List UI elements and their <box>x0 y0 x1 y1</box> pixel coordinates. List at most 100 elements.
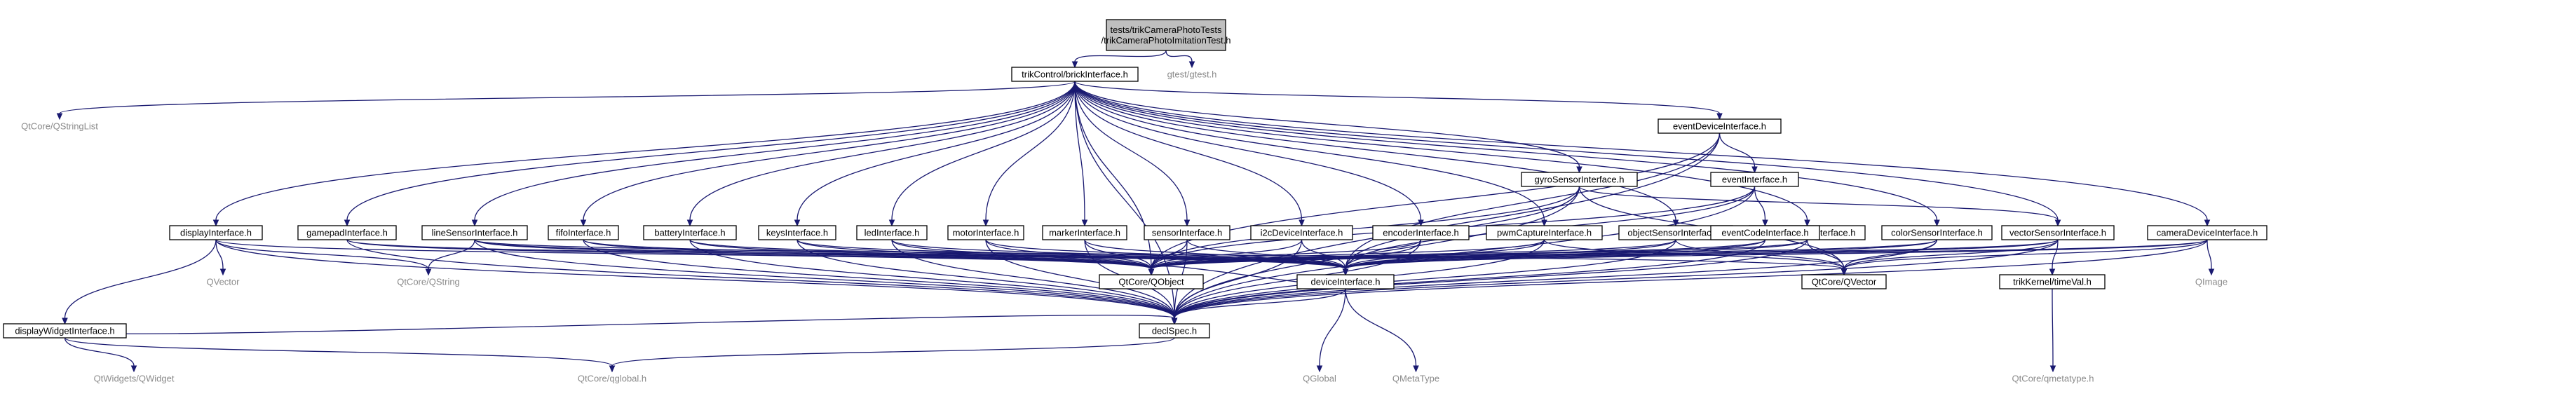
node-motor[interactable]: motorInterface.h <box>947 225 1024 240</box>
node-encoder[interactable]: encoderInterface.h <box>1372 225 1470 240</box>
nodes-layer: tests/trikCameraPhotoTests/trikCameraPho… <box>3 19 2267 384</box>
node-trikKernel[interactable]: trikKernel/timeVal.h <box>1999 274 2106 289</box>
node-label: i2cDeviceInterface.h <box>1261 228 1343 238</box>
edge-camera-to-qtcoreqvector <box>1841 239 2208 276</box>
node-box <box>1144 225 1231 240</box>
edge-brick-to-line <box>471 81 1076 227</box>
node-box <box>1710 225 1820 240</box>
node-deviceIf[interactable]: deviceInterface.h <box>1296 274 1395 289</box>
node-label: markerInterface.h <box>1049 228 1120 238</box>
node-pwm[interactable]: pwmCaptureInterface.h <box>1486 225 1603 240</box>
node-fifo[interactable]: fifoInterface.h <box>548 225 619 240</box>
edge-color-to-qtcoreqvector <box>1841 239 1938 276</box>
edge-brick-to-led <box>888 81 1076 227</box>
node-root[interactable]: tests/trikCameraPhotoTests/trikCameraPho… <box>1101 19 1231 51</box>
node-box <box>2147 225 2267 240</box>
node-label: QtCore/QVector <box>1812 277 1877 287</box>
node-label: QGlobal <box>1303 374 1336 384</box>
node-box <box>548 225 619 240</box>
node-displayWidget[interactable]: displayWidgetInterface.h <box>3 323 127 339</box>
node-eventDevice[interactable]: eventDeviceInterface.h <box>1658 118 1782 134</box>
node-label: gamepadInterface.h <box>306 228 388 238</box>
node-qmetatype[interactable]: QMetaType <box>1392 374 1439 384</box>
node-box <box>1486 225 1603 240</box>
edge-deviceIf-to-qmetatype <box>1345 288 1419 373</box>
node-label: gyroSensorInterface.h <box>1535 175 1625 185</box>
node-label: batteryInterface.h <box>654 228 725 238</box>
edge-root-to-brick <box>1071 50 1167 69</box>
node-qtcoreqglobal[interactable]: QtCore/qglobal.h <box>578 374 646 384</box>
node-qwidget[interactable]: QtWidgets/QWidget <box>94 374 175 384</box>
node-label: QVector <box>207 277 240 287</box>
node-i2c[interactable]: i2cDeviceInterface.h <box>1250 225 1353 240</box>
node-box <box>643 225 737 240</box>
node-sensor[interactable]: sensorInterface.h <box>1144 225 1231 240</box>
node-gyro[interactable]: gyroSensorInterface.h <box>1521 172 1638 187</box>
node-object[interactable]: objectSensorInterface.h <box>1618 225 1733 240</box>
node-label: QtWidgets/QWidget <box>94 374 175 384</box>
node-label: encoderInterface.h <box>1383 228 1458 238</box>
node-box <box>1296 274 1395 289</box>
node-qimage[interactable]: QImage <box>2195 277 2228 287</box>
edges-layer <box>56 50 2215 373</box>
edge-brick-to-color <box>1074 81 1940 227</box>
node-box <box>1372 225 1470 240</box>
node-qtcoreqvector[interactable]: QtCore/QVector <box>1801 274 1887 289</box>
edge-brick-to-display <box>212 81 1076 227</box>
node-box <box>2001 225 2115 240</box>
node-vector[interactable]: vectorSensorInterface.h <box>2001 225 2115 240</box>
node-gamepad[interactable]: gamepadInterface.h <box>297 225 397 240</box>
node-led[interactable]: ledInterface.h <box>856 225 928 240</box>
edge-declspec-to-qtcoreqglobal <box>609 337 1175 373</box>
node-label: declSpec.h <box>1152 326 1197 336</box>
node-label: QMetaType <box>1392 374 1439 384</box>
node-gtest[interactable]: gtest/gtest.h <box>1167 69 1217 80</box>
node-qglobal[interactable]: QGlobal <box>1303 374 1336 384</box>
node-box <box>1881 225 1993 240</box>
node-label: QtCore/QString <box>397 277 460 287</box>
node-label: QtCore/QStringList <box>21 121 98 132</box>
edge-gyro-to-vector <box>1578 186 2061 227</box>
node-color[interactable]: colorSensorInterface.h <box>1881 225 1993 240</box>
node-label: QtCore/QObject <box>1118 277 1184 287</box>
node-box <box>169 225 263 240</box>
node-display[interactable]: displayInterface.h <box>169 225 263 240</box>
node-declspec[interactable]: declSpec.h <box>1139 323 1210 339</box>
node-label: trikControl/brickInterface.h <box>1022 69 1128 80</box>
node-box <box>1011 67 1139 82</box>
node-line[interactable]: lineSensorInterface.h <box>421 225 528 240</box>
edge-displayWidget-to-declspec <box>64 315 1178 334</box>
node-eventCode[interactable]: eventCodeInterface.h <box>1710 225 1820 240</box>
edge-brick-to-battery <box>686 81 1076 227</box>
edge-camera-to-qimage <box>2206 239 2215 276</box>
node-box <box>1521 172 1638 187</box>
node-qobject[interactable]: QtCore/QObject <box>1099 274 1204 289</box>
edge-display-to-qvector <box>215 239 226 276</box>
node-qmetatypeh[interactable]: QtCore/qmetatype.h <box>2012 374 2094 384</box>
node-label: eventDeviceInterface.h <box>1673 121 1766 132</box>
node-box <box>1710 172 1799 187</box>
node-camera[interactable]: cameraDeviceInterface.h <box>2147 225 2267 240</box>
node-qstringlist[interactable]: QtCore/QStringList <box>21 121 98 132</box>
node-label: cameraDeviceInterface.h <box>2157 228 2258 238</box>
node-brick[interactable]: trikControl/brickInterface.h <box>1011 67 1139 82</box>
node-label: sensorInterface.h <box>1152 228 1222 238</box>
node-keys[interactable]: keysInterface.h <box>758 225 836 240</box>
edge-camera-to-deviceIf <box>1342 239 2208 276</box>
node-box <box>1999 274 2106 289</box>
edge-root-to-gtest <box>1165 50 1195 69</box>
node-event[interactable]: eventInterface.h <box>1710 172 1799 187</box>
node-qvector[interactable]: QVector <box>207 277 240 287</box>
edge-eventDevice-to-event <box>1719 132 1758 174</box>
node-battery[interactable]: batteryInterface.h <box>643 225 737 240</box>
edge-brick-to-keys <box>794 81 1076 227</box>
node-label: QtCore/qglobal.h <box>578 374 646 384</box>
node-label: trikKernel/timeVal.h <box>2013 277 2092 287</box>
node-box <box>297 225 397 240</box>
node-label: QtCore/qmetatype.h <box>2012 374 2094 384</box>
edge-brick-to-gamepad <box>344 81 1076 227</box>
edge-brick-to-sound <box>1074 81 1810 227</box>
node-marker[interactable]: markerInterface.h <box>1042 225 1127 240</box>
node-qstring[interactable]: QtCore/QString <box>397 277 460 287</box>
node-label: gtest/gtest.h <box>1167 69 1217 80</box>
